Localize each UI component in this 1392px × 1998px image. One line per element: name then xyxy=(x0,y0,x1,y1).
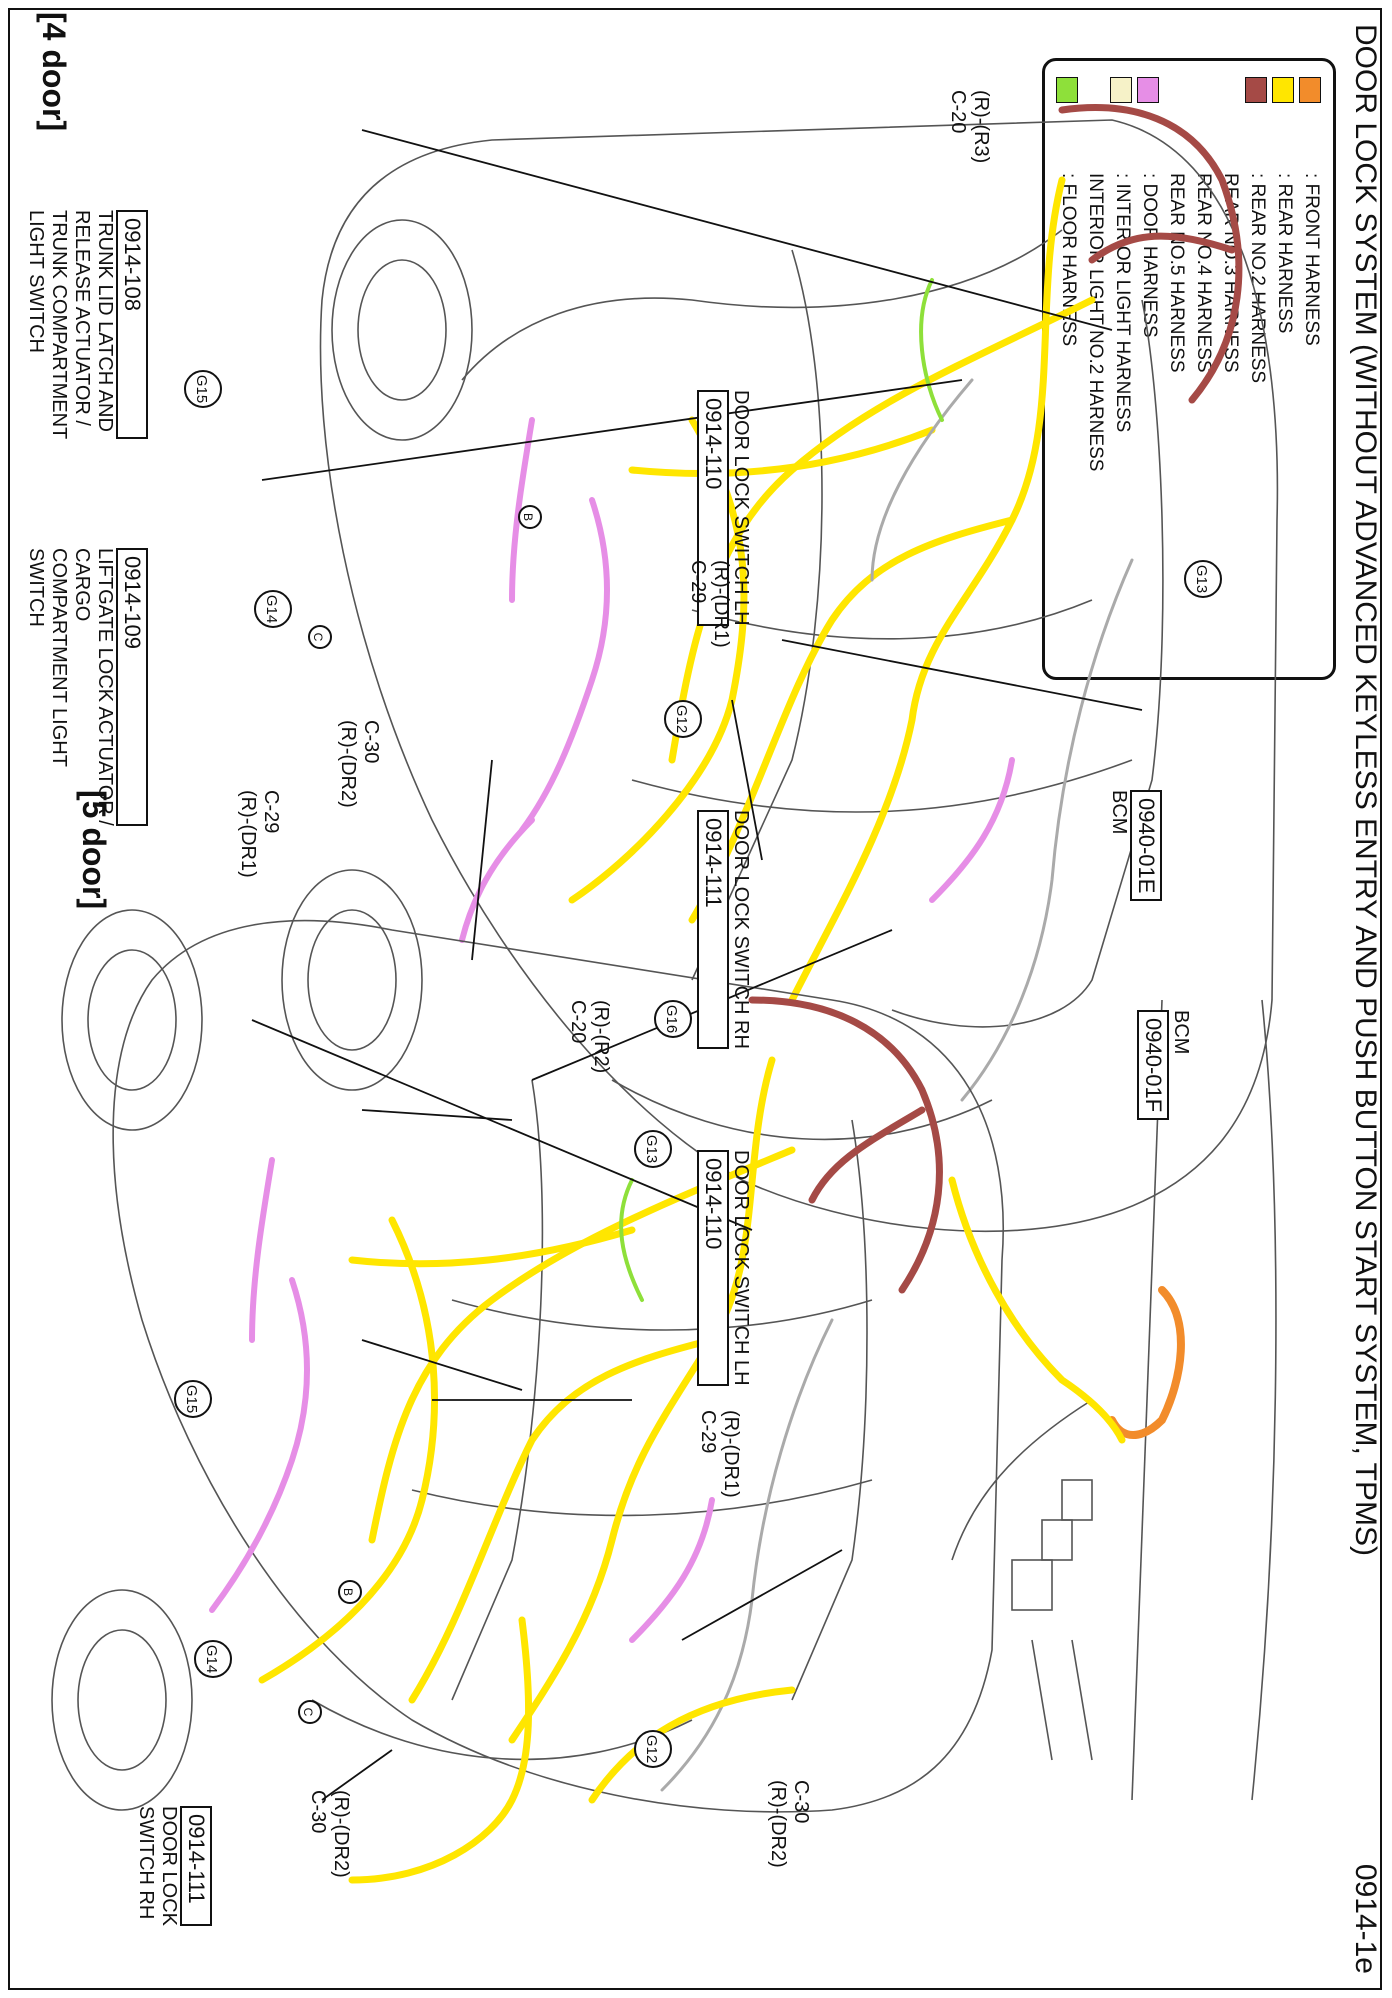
ground-g15-5-door: G15 xyxy=(174,1380,212,1418)
harness-rear2-4-door xyxy=(1058,104,1243,404)
marker-c-4-door: C xyxy=(308,625,332,649)
ground-g13-5-door: G13 xyxy=(634,1130,672,1168)
component-code: 0914-110 xyxy=(697,1150,729,1386)
ground-g12-4-door: G12 xyxy=(664,700,702,738)
connector-c29-5-door: (R)-(DR1) C-29 xyxy=(697,1410,742,1498)
component-code: 0914-109 xyxy=(116,548,148,826)
harness-interior-5-door xyxy=(660,1318,834,1792)
component-door-lock-switch-lh-5: DOOR LOCK SWITCH LH 0914-110 xyxy=(697,1150,752,1386)
connector-c30-5-door: (R)-(DR2) C-30 xyxy=(307,1790,352,1878)
ground-g16-5-door: G16 xyxy=(654,1000,692,1038)
connector-c20-5-door: (R)-(R2) C-20 xyxy=(567,1000,612,1074)
leader-lines xyxy=(251,129,1143,1801)
connector-c29-dash: C-29 (R)-(DR1) xyxy=(237,790,282,878)
component-door-lock-switch-rh-4: DOOR LOCK SWITCH RH 0914-111 xyxy=(697,810,752,1049)
harness-rear-4-door xyxy=(568,176,1096,1004)
marker-b-4-door: B xyxy=(518,505,542,529)
harness-floor-4-door xyxy=(919,278,944,422)
connector-c20-4-door: (R)-(R3) C-20 xyxy=(947,90,992,164)
connector-c30-dash: C-30 (R)-(DR2) xyxy=(767,1780,812,1868)
connector-c30-4-door: C-30 (R)-(DR2) xyxy=(337,720,382,808)
page-frame xyxy=(8,8,1382,1990)
ground-g13-4-door: G13 xyxy=(1184,560,1222,598)
marker-c-5-door: C xyxy=(298,1700,322,1724)
ground-g12-5-door: G12 xyxy=(634,1730,672,1768)
harness-rear-5-door xyxy=(258,1056,796,1744)
car-body-4-door xyxy=(281,119,1279,1233)
component-bcm-f: BCM 0940-01F xyxy=(1137,1010,1192,1121)
dash-harness-rear xyxy=(348,1176,1126,1884)
ground-g14-4-door: G14 xyxy=(254,590,292,628)
connector-c29-4-door: (R)-(DR1) C-29 xyxy=(687,560,732,648)
ground-g15-4-door: G15 xyxy=(184,370,222,408)
component-code: 0914-111 xyxy=(697,810,729,1049)
harness-floor-5-door xyxy=(619,1178,644,1302)
component-door-lock-switch-rh-5: 0914-111 DOOR LOCK SWITCH RH xyxy=(134,1806,212,1927)
dash-harness-front xyxy=(1108,1286,1185,1439)
harness-rear2-5-door xyxy=(748,996,943,1294)
component-liftgate: 0914-109 LIFTGATE LOCK ACTUATOR / CARGO … xyxy=(24,548,148,826)
component-bcm-e: 0940-01E BCM xyxy=(1107,790,1162,902)
ground-g14-5-door: G14 xyxy=(194,1640,232,1678)
marker-b-5-door: B xyxy=(338,1580,362,1604)
dash-outline xyxy=(951,999,1277,1801)
component-code: 0940-01F xyxy=(1137,1010,1169,1121)
component-code: 0940-01E xyxy=(1130,790,1162,902)
component-code: 0914-111 xyxy=(180,1806,212,1927)
component-trunk-lid: 0914-108 TRUNK LID LATCH AND RELEASE ACT… xyxy=(24,210,148,440)
harness-door-4-door xyxy=(459,417,1015,943)
harness-door-5-door xyxy=(209,1157,715,1643)
component-code: 0914-108 xyxy=(116,210,148,440)
harness-interior-4-door xyxy=(870,378,1134,1102)
heading-4-door: [4 door] xyxy=(36,12,72,132)
